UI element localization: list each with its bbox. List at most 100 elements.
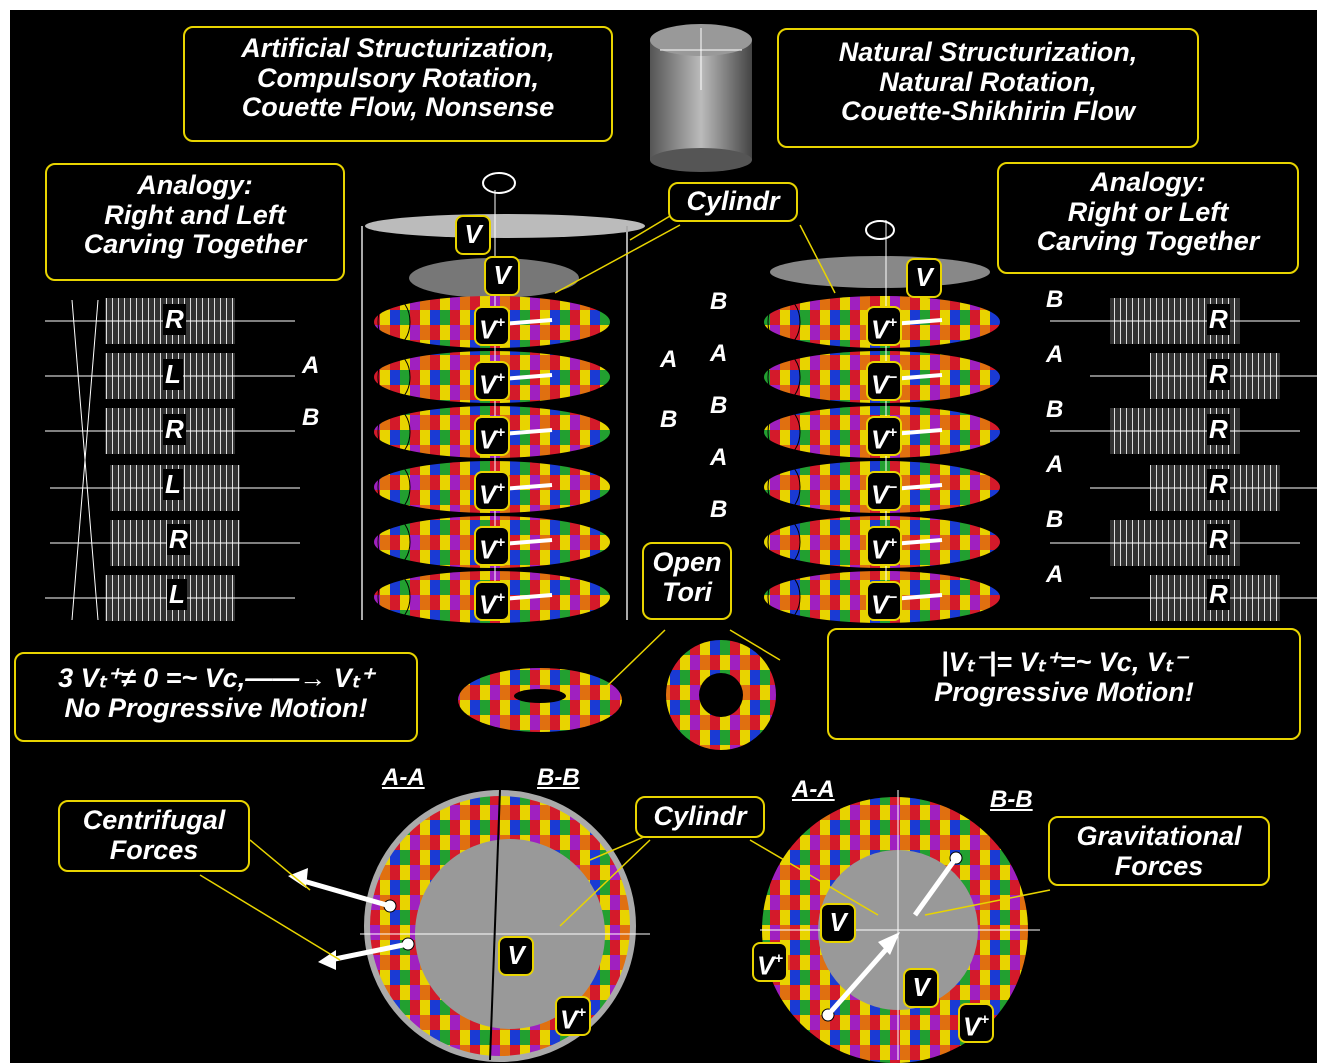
velocity-label: V+ bbox=[752, 942, 788, 982]
screw-letter: R bbox=[1207, 469, 1230, 500]
torus-section-ring bbox=[377, 462, 411, 512]
natural-structurization-box: Natural Structurization, Natural Rotatio… bbox=[777, 28, 1199, 148]
right-formula-line1: |Vₜ⁻|= Vₜ⁺=~ Vᴄ, Vₜ⁻ bbox=[940, 647, 1188, 677]
open-tori-line1: Open bbox=[652, 547, 722, 577]
torus-section-ring bbox=[377, 352, 411, 402]
ab-mark: B bbox=[710, 496, 728, 523]
torus-section-ring bbox=[767, 462, 801, 512]
screw-letter: R bbox=[1207, 524, 1230, 555]
right-formula-box: |Vₜ⁻|= Vₜ⁺=~ Vᴄ, Vₜ⁻ Progressive Motion! bbox=[827, 628, 1301, 740]
screw-letter: R bbox=[1207, 579, 1230, 610]
velocity-label: V+ bbox=[474, 471, 510, 511]
cylinder-icon bbox=[650, 24, 752, 172]
centrifugal-line1: Centrifugal bbox=[82, 805, 226, 835]
artificial-line3: Couette Flow, Nonsense bbox=[241, 92, 555, 123]
velocity-label: V− bbox=[866, 361, 902, 401]
section-aa-left: A-A bbox=[382, 764, 425, 791]
analogy-right-box: Analogy: Right or Left Carving Together bbox=[997, 162, 1299, 274]
torus-section-ring bbox=[377, 572, 411, 622]
ab-mark: B bbox=[1046, 396, 1064, 423]
left-hourglass-lines bbox=[71, 299, 99, 621]
velocity-label: V+ bbox=[866, 306, 902, 346]
analogy-left-line3: Carving Together bbox=[83, 229, 307, 260]
ab-mark: A bbox=[660, 346, 678, 373]
section-aa-right: A-A bbox=[792, 776, 835, 803]
left-formula-box: 3 Vₜ⁺≠ 0 =~ Vᴄ,——→ Vₜ⁺ No Progressive Mo… bbox=[14, 652, 418, 742]
velocity-label: V+ bbox=[958, 1003, 994, 1043]
gravitational-forces-label: Gravitational Forces bbox=[1048, 816, 1270, 886]
section-bb-left: B-B bbox=[537, 764, 580, 791]
flow-arrow bbox=[501, 483, 553, 491]
screw-letter: L bbox=[167, 579, 187, 610]
screw-letter: R bbox=[167, 524, 190, 555]
screw-letter: R bbox=[1207, 359, 1230, 390]
analogy-left-line2: Right and Left bbox=[104, 199, 286, 230]
screw-letter: L bbox=[163, 359, 183, 390]
section-left bbox=[288, 789, 650, 1062]
velocity-label: V+ bbox=[474, 306, 510, 346]
left-formula-line1: 3 Vₜ⁺≠ 0 =~ Vᴄ,——→ Vₜ⁺ bbox=[58, 663, 374, 693]
velocity-label: V bbox=[820, 903, 856, 943]
velocity-label: V− bbox=[866, 581, 902, 621]
diagram-graphics bbox=[45, 24, 1317, 1063]
natural-line2: Natural Rotation, bbox=[879, 66, 1097, 97]
section-bb-right: B-B bbox=[990, 786, 1033, 813]
open-torus-ring bbox=[666, 640, 776, 750]
ab-mark: B bbox=[710, 288, 728, 315]
ab-mark: A bbox=[710, 340, 728, 367]
velocity-label: V bbox=[455, 215, 491, 255]
ab-mark: B bbox=[710, 392, 728, 419]
torus-section-ring bbox=[767, 352, 801, 402]
screw-letter: R bbox=[1207, 304, 1230, 335]
natural-line1: Natural Structurization, bbox=[838, 37, 1138, 67]
leader-lines bbox=[199, 209, 1051, 961]
velocity-label: V+ bbox=[474, 581, 510, 621]
analogy-left-box: Analogy: Right and Left Carving Together bbox=[45, 163, 345, 281]
open-tori-label: Open Tori bbox=[642, 542, 732, 620]
artificial-structurization-box: Artificial Structurization, Compulsory R… bbox=[183, 26, 613, 142]
torus-section-ring bbox=[377, 297, 411, 347]
cylindr-top-label: Cylindr bbox=[668, 182, 798, 222]
torus-section-ring bbox=[377, 407, 411, 457]
ab-mark: B bbox=[302, 404, 320, 431]
ab-mark: A bbox=[1046, 561, 1064, 588]
torus-section-ring bbox=[767, 517, 801, 567]
velocity-label: V+ bbox=[474, 361, 510, 401]
flow-arrow bbox=[501, 538, 553, 546]
open-tori-line2: Tori bbox=[662, 576, 712, 607]
ab-mark: B bbox=[660, 406, 678, 433]
flow-arrow bbox=[501, 373, 553, 381]
analogy-right-line2: Right or Left bbox=[1067, 196, 1229, 227]
ab-mark: A bbox=[302, 352, 320, 379]
ab-mark: A bbox=[710, 444, 728, 471]
right-screws bbox=[1050, 298, 1317, 621]
velocity-label: V bbox=[498, 936, 534, 976]
screw-letter: L bbox=[163, 469, 183, 500]
open-torus-flat bbox=[458, 668, 622, 732]
velocity-label: V+ bbox=[474, 416, 510, 456]
flow-arrow bbox=[501, 593, 553, 601]
screw-letter: R bbox=[163, 304, 186, 335]
velocity-label: V bbox=[903, 968, 939, 1008]
analogy-right-line3: Carving Together bbox=[1036, 226, 1260, 257]
screw-letter: R bbox=[1207, 414, 1230, 445]
diagram-canvas: Artificial Structurization, Compulsory R… bbox=[10, 10, 1317, 1063]
section-right bbox=[760, 790, 1040, 1063]
ab-mark: A bbox=[1046, 451, 1064, 478]
velocity-label: V bbox=[906, 258, 942, 298]
torus-section-ring bbox=[767, 297, 801, 347]
cylindr-bottom-text: Cylindr bbox=[653, 801, 747, 831]
torus-section-ring bbox=[767, 407, 801, 457]
analogy-left-line1: Analogy: bbox=[137, 170, 253, 200]
artificial-line2: Compulsory Rotation, bbox=[257, 62, 539, 93]
torus-section-ring bbox=[767, 572, 801, 622]
left-formula-line2: No Progressive Motion! bbox=[64, 692, 368, 723]
gravitational-line1: Gravitational bbox=[1076, 821, 1242, 851]
centrifugal-forces-label: Centrifugal Forces bbox=[58, 800, 250, 872]
flow-arrow bbox=[501, 318, 553, 326]
gravitational-line2: Forces bbox=[1114, 850, 1204, 881]
torus-section-ring bbox=[377, 517, 411, 567]
ab-mark: A bbox=[1046, 341, 1064, 368]
velocity-label: V bbox=[484, 256, 520, 296]
